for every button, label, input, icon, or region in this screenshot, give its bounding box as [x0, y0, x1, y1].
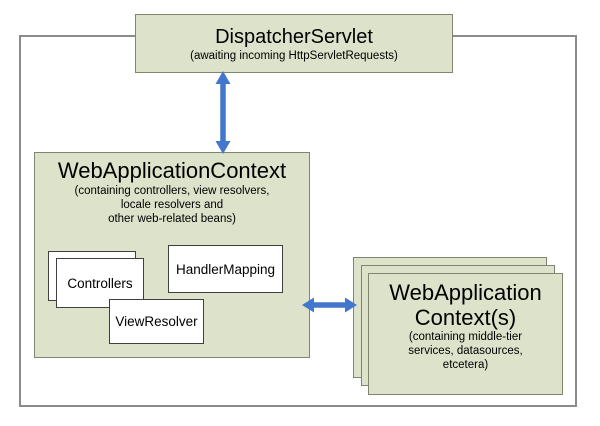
web-application-context-subtitle-line: other web-related beans) — [108, 213, 236, 225]
dispatcher-servlet-subtitle: (awaiting incoming HttpServletRequests) — [190, 49, 398, 62]
view-resolver-box: ViewResolver — [109, 299, 204, 344]
view-resolver-label: ViewResolver — [115, 314, 198, 329]
controllers-label: Controllers — [67, 275, 133, 291]
web-application-context-subtitle-line: (containing controllers, view resolvers, — [74, 185, 270, 197]
middle-tier-context-subtitle-line: etcetera) — [442, 359, 489, 371]
web-application-context-subtitle-line: locale resolvers and — [120, 199, 224, 211]
web-application-context-box: WebApplicationContext (containing contro… — [34, 152, 310, 358]
middle-tier-context-subtitle-line: services, datasources, — [408, 345, 523, 357]
dispatcher-servlet-box: DispatcherServlet (awaiting incoming Htt… — [135, 14, 453, 73]
handler-mapping-label: HandlerMapping — [175, 261, 276, 277]
middle-tier-context-title-line: Context(s) — [414, 305, 517, 330]
middle-tier-context-title-line: WebApplication — [389, 280, 542, 305]
middle-tier-context-box: WebApplication Context(s) (containing mi… — [368, 273, 563, 395]
middle-tier-context-subtitle-line: (containing middle-tier — [408, 331, 523, 343]
web-application-context-title: WebApplicationContext — [57, 158, 287, 183]
handler-mapping-box: HandlerMapping — [168, 245, 283, 293]
dispatcher-servlet-title: DispatcherServlet — [215, 25, 373, 48]
